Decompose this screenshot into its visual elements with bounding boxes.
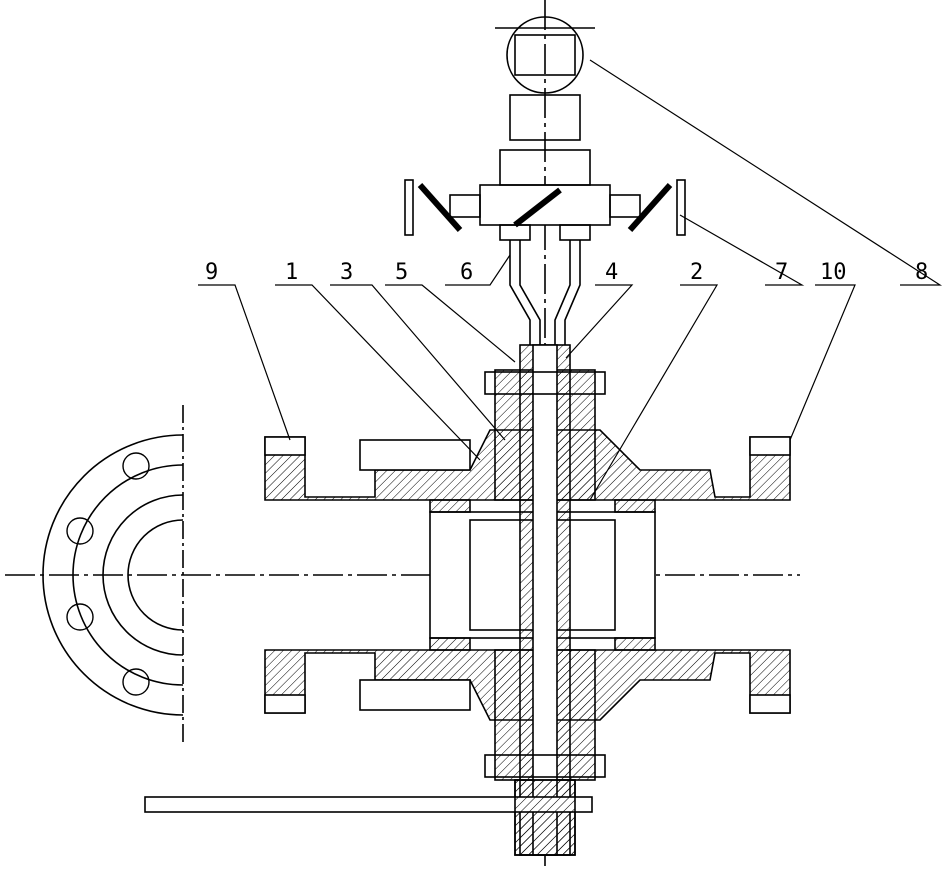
part-label-9: 9	[205, 260, 219, 285]
bolt-holes	[66, 452, 150, 696]
impulse-tube-left	[509, 240, 541, 345]
part-label-8: 8	[915, 260, 929, 285]
part-label-7: 7	[775, 260, 789, 285]
part-label-10: 10	[820, 260, 847, 285]
part-label-4: 4	[605, 260, 619, 285]
transmitter	[495, 16, 595, 186]
part-label-3: 3	[340, 260, 354, 285]
part-label-5: 5	[395, 260, 409, 285]
part-label-2: 2	[690, 260, 704, 285]
part-label-1: 1	[285, 260, 299, 285]
part-label-6: 6	[460, 260, 474, 285]
impulse-tube-right	[554, 240, 581, 345]
handle-lever	[144, 796, 593, 813]
leader-lines	[198, 59, 943, 501]
